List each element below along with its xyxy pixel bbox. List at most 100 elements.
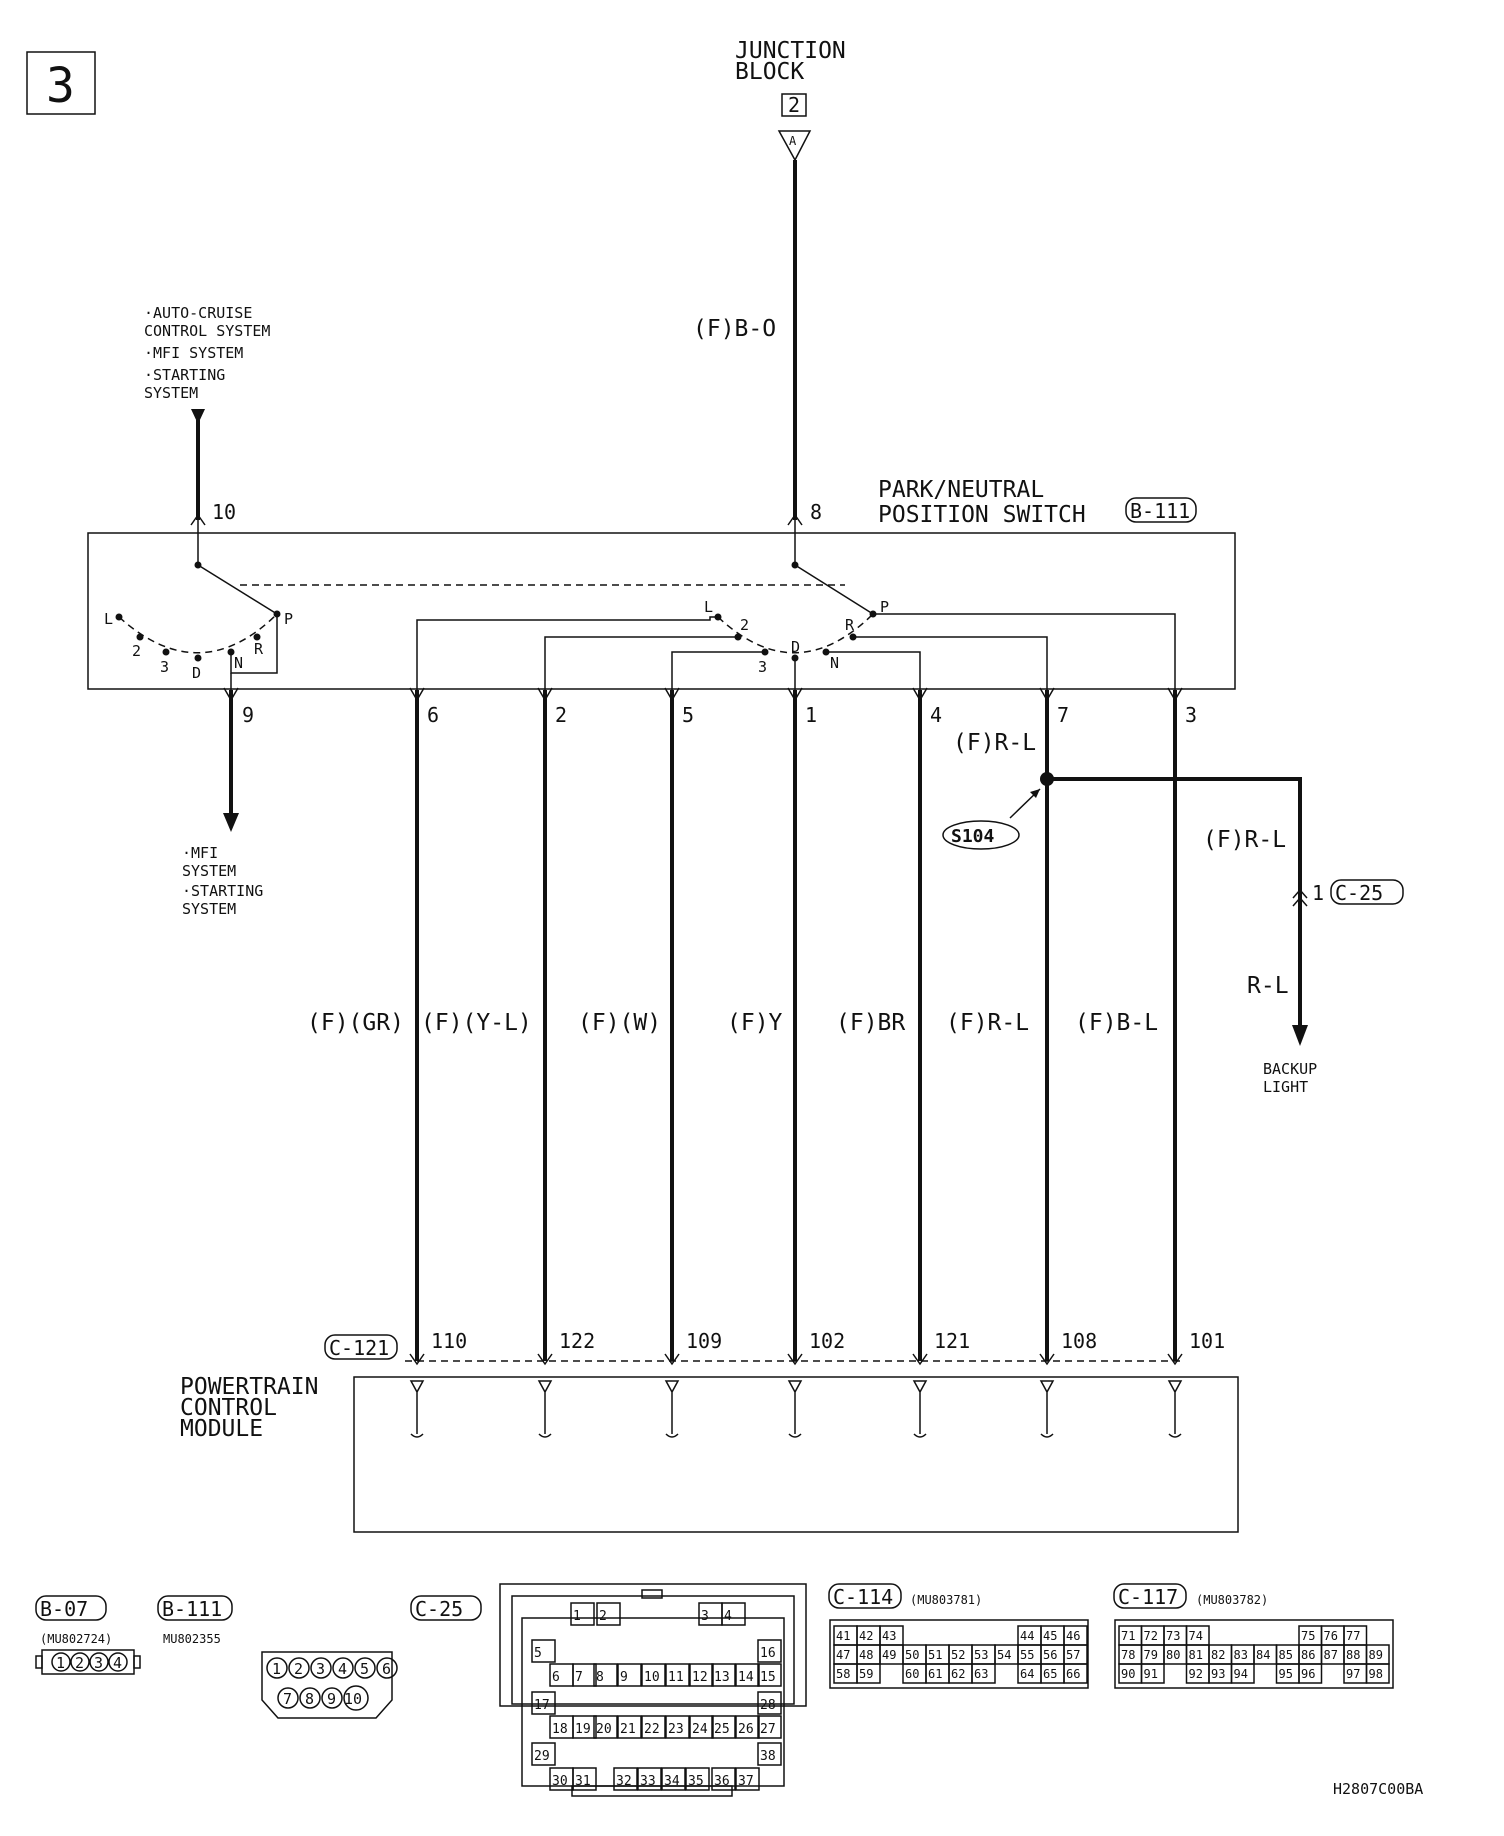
c117-pin-92: 92 bbox=[1189, 1667, 1203, 1681]
connector-b111: B-111 MU802355 1 2 3 4 5 6 7 8 9 10 bbox=[157, 1595, 398, 1719]
c25-pin-2: 2 bbox=[599, 1609, 607, 1624]
c25-pin-17: 17 bbox=[534, 1698, 550, 1713]
switch-body bbox=[87, 532, 1236, 690]
pcm-pin-109: 109 bbox=[686, 1329, 722, 1353]
wire-color-6: (F)(GR) bbox=[307, 1010, 404, 1036]
terminal-1: 1 bbox=[805, 703, 817, 727]
c117-part: (MU803782) bbox=[1196, 1593, 1268, 1607]
pcm-terminal-101 bbox=[1167, 1380, 1183, 1438]
c25-pin-13: 13 bbox=[714, 1670, 730, 1685]
c25-pin-37: 37 bbox=[738, 1774, 754, 1789]
b111-pin-1: 1 bbox=[272, 1660, 281, 1678]
left-pos-2: 2 bbox=[132, 642, 141, 660]
c25-pin-15: 15 bbox=[760, 1670, 776, 1685]
c25-pin-16: 16 bbox=[760, 1646, 776, 1661]
c25-pin-18: 18 bbox=[552, 1722, 568, 1737]
c25-pin-23: 23 bbox=[668, 1722, 684, 1737]
pcm-pin-arrow-122 bbox=[537, 1353, 553, 1366]
wire-color-3: (F)B-L bbox=[1075, 1010, 1158, 1036]
c25-pin-25: 25 bbox=[714, 1722, 730, 1737]
pin-arrow-2 bbox=[537, 687, 553, 702]
pin-arrow-3 bbox=[1167, 687, 1183, 702]
c117-pin-74: 74 bbox=[1189, 1629, 1203, 1643]
left-switch-n-p-link bbox=[230, 614, 278, 674]
b111-pin-6: 6 bbox=[382, 1660, 391, 1678]
c25-pin-9: 9 bbox=[620, 1670, 628, 1685]
c114-pin-49: 49 bbox=[882, 1648, 896, 1662]
c25-pin-34: 34 bbox=[664, 1774, 680, 1789]
b07-part: (MU802724) bbox=[40, 1632, 112, 1646]
pin9-feed-arrow-icon bbox=[223, 813, 239, 832]
c114-pin-52: 52 bbox=[951, 1648, 965, 1662]
c25-pin-8: 8 bbox=[596, 1670, 604, 1685]
left-pos-R: R bbox=[254, 640, 264, 658]
c117-pin-84: 84 bbox=[1256, 1648, 1270, 1662]
splice-pointer-arrow bbox=[1030, 789, 1040, 798]
bottom-feed-line-3: ·STARTING bbox=[182, 882, 263, 900]
terminal-8: 8 bbox=[810, 500, 822, 524]
left-pos-3: 3 bbox=[160, 658, 169, 676]
pcm-name-2: CONTROL bbox=[180, 1395, 277, 1421]
c25-pin-22: 22 bbox=[644, 1722, 660, 1737]
pcm-pin-arrow-101 bbox=[1167, 1353, 1183, 1366]
b111-part: MU802355 bbox=[163, 1632, 221, 1646]
c25-pin-30: 30 bbox=[552, 1774, 568, 1789]
c25-pin-24: 24 bbox=[692, 1722, 708, 1737]
c114-pin-56: 56 bbox=[1043, 1648, 1057, 1662]
pcm-name-3: MODULE bbox=[180, 1416, 263, 1442]
c25-pin-3: 3 bbox=[701, 1609, 709, 1624]
figure-code: H2807C00BA bbox=[1333, 1780, 1423, 1798]
c25-pin-10: 10 bbox=[644, 1670, 660, 1685]
pcm-connector-box bbox=[324, 1334, 398, 1360]
b111-pin-7: 7 bbox=[283, 1690, 292, 1708]
c114-pin-41: 41 bbox=[836, 1629, 850, 1643]
c114-pin-47: 47 bbox=[836, 1648, 850, 1662]
top-feed-line-1: ·AUTO-CRUISE bbox=[144, 304, 252, 322]
right-switch-arm bbox=[794, 564, 874, 615]
b07-pin-2: 2 bbox=[75, 1654, 84, 1672]
c25-pin-21: 21 bbox=[620, 1722, 636, 1737]
c117-pin-97: 97 bbox=[1346, 1667, 1360, 1681]
c25-pin-35: 35 bbox=[688, 1774, 704, 1789]
terminal-10: 10 bbox=[212, 500, 236, 524]
switch-title-1: PARK/NEUTRAL bbox=[878, 477, 1044, 503]
c25-pin-6: 6 bbox=[552, 1670, 560, 1685]
c25-pin-14: 14 bbox=[738, 1670, 754, 1685]
c117-pin-75: 75 bbox=[1301, 1629, 1315, 1643]
bottom-feed-line-1: ·MFI bbox=[182, 844, 218, 862]
b111-id: B-111 bbox=[162, 1597, 222, 1621]
pin8-arrow bbox=[787, 513, 803, 526]
c114-part: (MU803781) bbox=[910, 1593, 982, 1607]
top-feed-arrow-icon bbox=[191, 409, 205, 424]
backup-light-1: BACKUP bbox=[1263, 1060, 1317, 1078]
pcm-terminal-109 bbox=[664, 1380, 680, 1438]
pin-arrow-5 bbox=[664, 687, 680, 702]
c117-pin-90: 90 bbox=[1121, 1667, 1135, 1681]
pin10-arrow bbox=[190, 513, 206, 526]
bottom-feed-line-4: SYSTEM bbox=[182, 900, 236, 918]
pcm-pin-arrow-110 bbox=[409, 1353, 425, 1366]
c117-pin-95: 95 bbox=[1279, 1667, 1293, 1681]
c114-pin-58: 58 bbox=[836, 1667, 850, 1681]
c114-pin-55: 55 bbox=[1020, 1648, 1034, 1662]
right-pos-P: P bbox=[880, 598, 889, 616]
pcm-connector-id: C-121 bbox=[329, 1336, 389, 1360]
branch-pin: 1 bbox=[1312, 881, 1324, 905]
c117-pin-89: 89 bbox=[1369, 1648, 1383, 1662]
c117-pin-76: 76 bbox=[1324, 1629, 1338, 1643]
c25-pin-7: 7 bbox=[575, 1670, 583, 1685]
c117-pin-73: 73 bbox=[1166, 1629, 1180, 1643]
c25-pin-19: 19 bbox=[575, 1722, 591, 1737]
c25-pin-31: 31 bbox=[575, 1774, 591, 1789]
wire-color-4: (F)BR bbox=[836, 1010, 905, 1036]
connector-b07: B-07 (MU802724) 1 2 3 4 bbox=[35, 1595, 141, 1675]
right-pos-N: N bbox=[830, 654, 839, 672]
pin9-arrow bbox=[223, 687, 239, 702]
switch-connector-id: B-111 bbox=[1130, 499, 1190, 523]
pcm-body bbox=[353, 1376, 1239, 1533]
pcm-terminal-110 bbox=[409, 1380, 425, 1438]
pin-arrow-6 bbox=[409, 687, 425, 702]
c117-pin-86: 86 bbox=[1301, 1648, 1315, 1662]
pcm-pin-110: 110 bbox=[431, 1329, 467, 1353]
